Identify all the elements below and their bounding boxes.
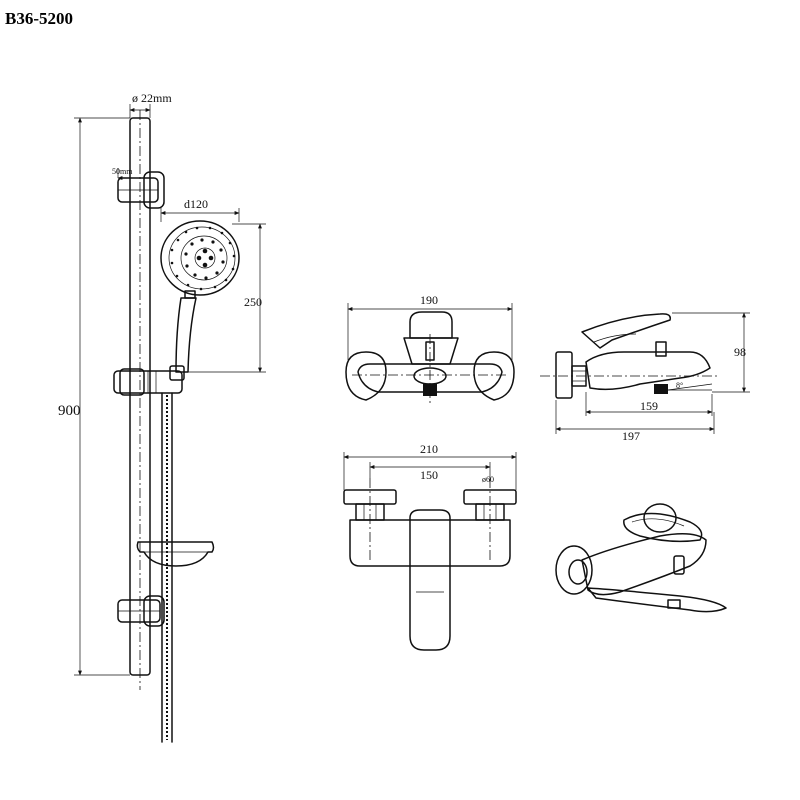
head-diameter-dim: d120: [184, 197, 208, 211]
spout-angle-dim: 8°: [676, 381, 683, 390]
width-210-dim: 210: [420, 442, 438, 456]
model-title: B36-5200: [5, 9, 73, 28]
bar-diameter-dim: ø 22mm: [132, 91, 172, 105]
rail-height-dim: 900: [58, 403, 81, 419]
top-right-flange: [473, 351, 515, 401]
mixer-perspective-view: [555, 503, 727, 613]
width-190-dim: 190: [420, 293, 438, 307]
depth-197-dim: 197: [622, 429, 640, 443]
side-aerator: [654, 384, 668, 394]
front-spout: [409, 509, 451, 651]
height-98-dim: 98: [734, 345, 746, 359]
shower-handle: [175, 297, 197, 373]
hand-shower: [160, 220, 240, 373]
persp-body: [581, 533, 707, 596]
shower-hose: [161, 392, 173, 743]
side-body: [585, 351, 711, 391]
mixer-front-view: ø60 210 150: [343, 442, 517, 651]
side-handle: [581, 313, 672, 349]
top-handle: [409, 311, 453, 339]
nozzle-pattern: [170, 226, 236, 291]
soap-dish: [136, 541, 215, 567]
centers-150-dim: 150: [420, 468, 438, 482]
bottom-wall-bracket: [117, 595, 165, 627]
persp-spout: [587, 587, 727, 613]
hand-shower-length-dim: 250: [244, 295, 262, 309]
shower-head-rim: [160, 220, 240, 296]
mixer-side-view: 8° 98 159 197: [540, 312, 750, 443]
side-wall-flange: [555, 351, 573, 399]
persp-handle: [623, 512, 703, 543]
top-wall-bracket: [117, 171, 165, 209]
front-body: [349, 519, 511, 567]
shower-rail-set: ø 22mm 50mm d120 250 900: [58, 91, 266, 743]
flange-diameter-dim: ø60: [482, 475, 494, 484]
bracket-width-dim: 50mm: [112, 167, 133, 176]
reach-159-dim: 159: [640, 399, 658, 413]
slider-bracket: [113, 365, 185, 396]
mixer-top-view: 190: [345, 293, 515, 404]
top-body: [357, 363, 503, 393]
top-left-flange: [345, 351, 387, 401]
top-handle-base: [403, 337, 459, 365]
